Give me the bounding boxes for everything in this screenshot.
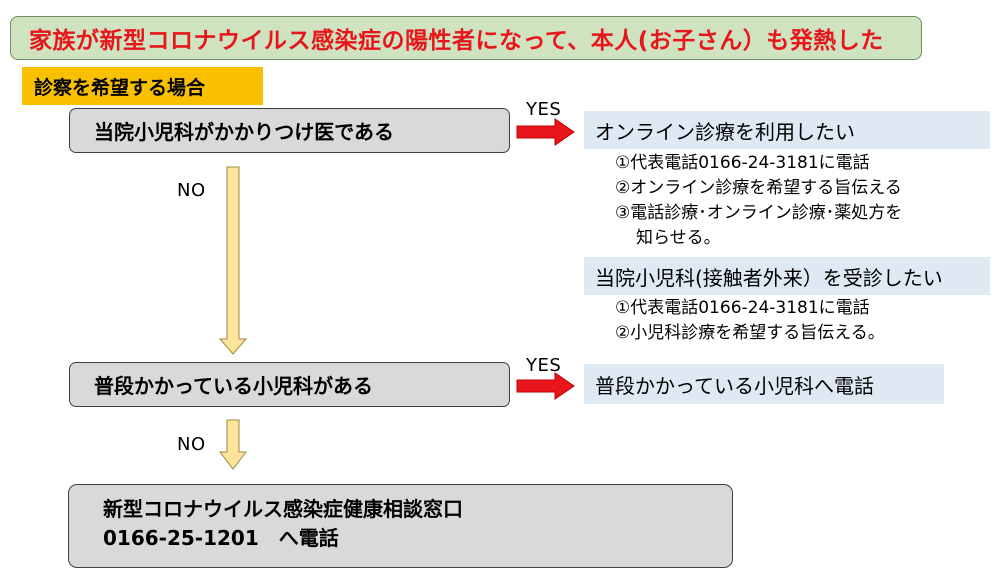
hotline-name: 新型コロナウイルス感染症健康相談窓口 [103,497,463,521]
option-online-heading: オンライン診療を利用したい [584,111,990,149]
subtitle-text: 診察を希望する場合 [34,76,206,99]
question-box-regular-clinic: 普段かかっている小児科がある [69,362,510,407]
step-item: ③電話診療･オンライン診療･薬処方を [615,203,903,223]
no-label-1: NO [177,180,206,201]
option-regular-clinic: 普段かかっている小児科へ電話 [584,364,944,404]
subtitle-label: 診察を希望する場合 [22,67,263,105]
question-2-text: 普段かかっている小児科がある [94,374,373,398]
step-item: 知らせる。 [636,228,721,248]
option-online-heading-text: オンライン診療を利用したい [595,119,855,144]
yes-label-2: YES [526,355,562,376]
yes-label-1: YES [526,99,562,120]
no-label-2: NO [177,434,206,455]
question-box-primary-care: 当院小児科がかかりつけ医である [69,108,510,153]
yes-arrow-1-icon [516,118,575,146]
no-arrow-2-icon [218,419,248,470]
step-item: ②小児科診療を希望する旨伝える。 [615,323,885,343]
option-visit-heading: 当院小児科(接触者外来）を受診したい [584,257,990,295]
option-regular-text: 普段かかっている小児科へ電話 [595,373,874,398]
step-item: ①代表電話0166-24-3181に電話 [615,153,870,173]
option-online-steps: ①代表電話0166-24-3181に電話 ②オンライン診療を希望する旨伝える ③… [615,151,995,251]
yes-arrow-2-icon [516,372,575,400]
step-item: ①代表電話0166-24-3181に電話 [615,298,870,318]
consultation-hotline-box: 新型コロナウイルス感染症健康相談窓口 0166-25-1201 へ電話 [68,484,733,568]
title-text: 家族が新型コロナウイルス感染症の陽性者になって、本人(お子さん）も発熱した [29,28,884,54]
no-arrow-1-icon [218,166,248,355]
question-1-text: 当院小児科がかかりつけ医である [94,120,394,144]
hotline-phone: 0166-25-1201 へ電話 [103,526,339,550]
option-visit-heading-text: 当院小児科(接触者外来）を受診したい [595,265,943,290]
step-item: ②オンライン診療を希望する旨伝える [615,178,902,198]
option-visit-steps: ①代表電話0166-24-3181に電話 ②小児科診療を希望する旨伝える。 [615,296,995,346]
title-banner: 家族が新型コロナウイルス感染症の陽性者になって、本人(お子さん）も発熱した [10,16,922,60]
